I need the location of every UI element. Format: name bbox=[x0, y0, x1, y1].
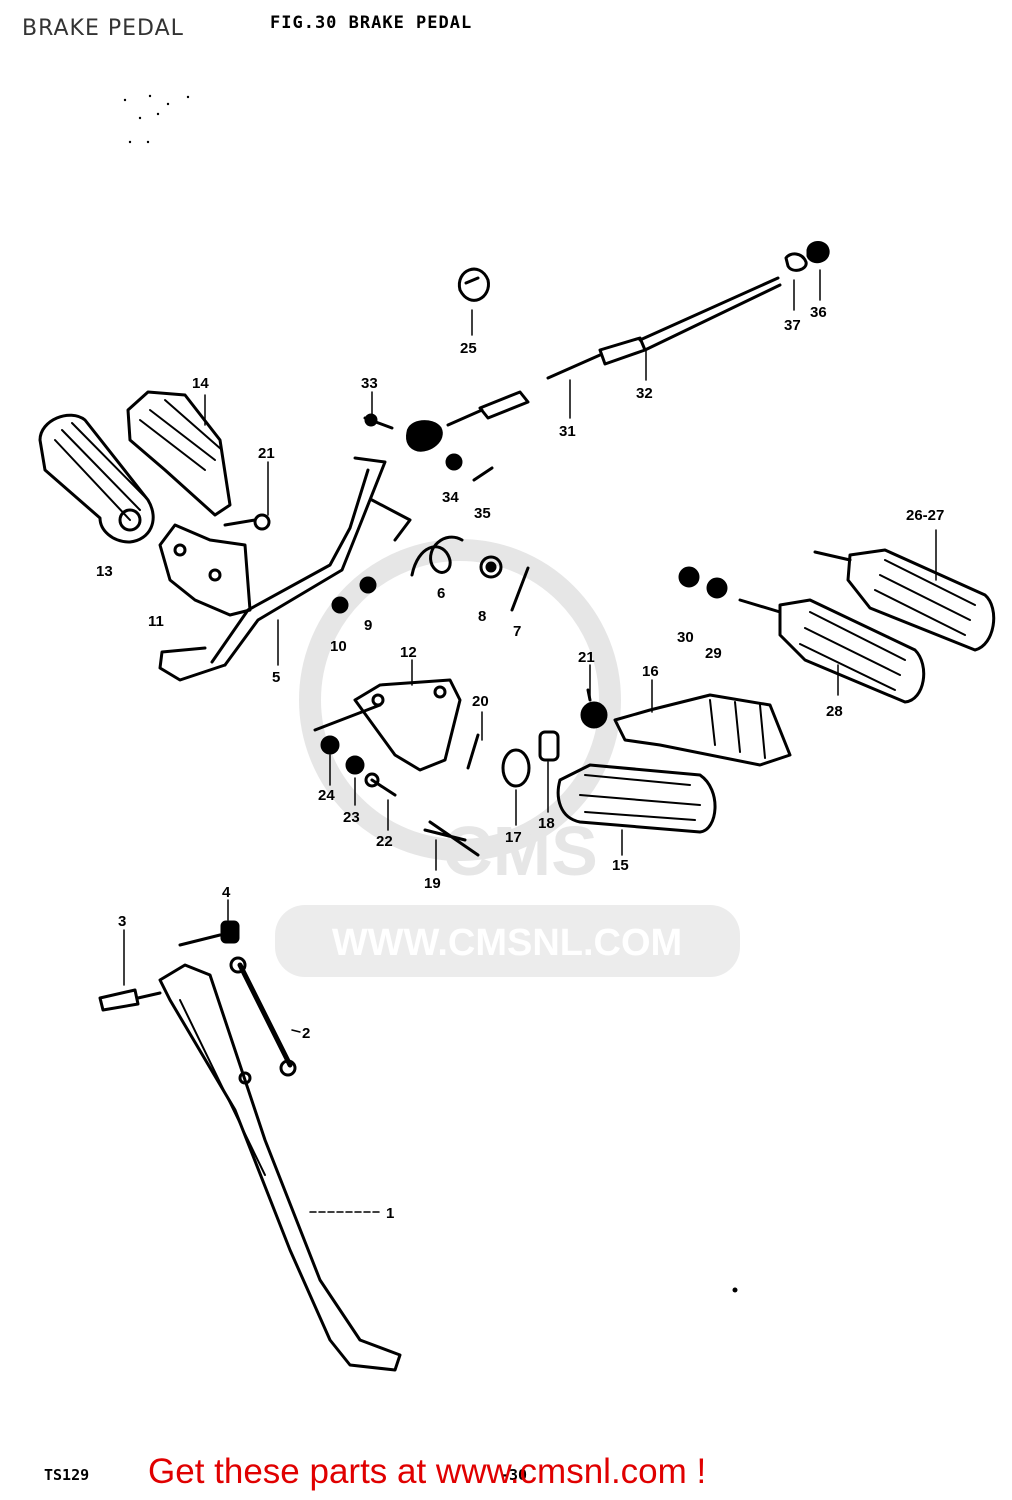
cmsnl-watermark: CMS WWW.CMSNL.COM bbox=[275, 539, 740, 977]
callout-21-right: 21 bbox=[578, 649, 595, 666]
callout-6: 6 bbox=[437, 585, 445, 602]
callout-3: 3 bbox=[118, 913, 126, 930]
model-code: TS129 bbox=[44, 1466, 90, 1484]
callout-31: 31 bbox=[559, 423, 576, 440]
callout-14: 14 bbox=[192, 375, 209, 392]
part-14-footrest bbox=[126, 390, 232, 517]
part-26-27-footrest-rubber bbox=[813, 548, 996, 652]
part-9-nut bbox=[359, 576, 377, 594]
part-20-pin bbox=[466, 733, 480, 770]
part-1-side-stand bbox=[158, 963, 402, 1372]
callout-10: 10 bbox=[330, 638, 347, 655]
callout-29: 29 bbox=[705, 645, 722, 662]
part-19-clip bbox=[423, 820, 480, 857]
callout-17: 17 bbox=[505, 829, 522, 846]
part-6-spring bbox=[410, 535, 464, 577]
part-24-nut bbox=[320, 735, 340, 755]
part-32-brake-rod bbox=[546, 276, 782, 380]
callout-1: 1 bbox=[386, 1205, 394, 1222]
part-21-spring-left bbox=[223, 513, 271, 531]
part-8-washer bbox=[479, 555, 503, 579]
callout-18: 18 bbox=[538, 815, 555, 832]
callout-9: 9 bbox=[364, 617, 372, 634]
callout-11: 11 bbox=[148, 613, 164, 630]
callout-19: 19 bbox=[424, 875, 441, 892]
callout-16: 16 bbox=[642, 663, 659, 680]
part-35-pin bbox=[472, 466, 494, 482]
part-31-rod-end bbox=[446, 390, 530, 427]
callout-28: 28 bbox=[826, 703, 843, 720]
callout-37: 37 bbox=[784, 317, 801, 334]
callout-8: 8 bbox=[478, 608, 486, 625]
part-7-pin bbox=[510, 566, 530, 612]
callout-36: 36 bbox=[810, 304, 827, 321]
callout-7: 7 bbox=[513, 623, 521, 640]
part-22-bolt bbox=[364, 772, 397, 797]
callout-23: 23 bbox=[343, 809, 360, 826]
part-33-bolt bbox=[363, 413, 394, 430]
page-title: BRAKE PEDAL bbox=[22, 16, 184, 41]
part-12-bracket bbox=[313, 678, 462, 772]
callout-4: 4 bbox=[222, 884, 231, 901]
callout-labels: 1 2 3 4 5 6 7 8 9 10 11 12 13 14 15 16 1… bbox=[96, 304, 944, 1222]
part-16-footrest bbox=[613, 693, 792, 767]
callout-21-left: 21 bbox=[258, 445, 275, 462]
part-2-stand-spring bbox=[229, 956, 297, 1077]
part-18-bushing bbox=[538, 730, 560, 762]
part-23-washer bbox=[345, 755, 365, 775]
page-number: -30 bbox=[500, 1466, 528, 1484]
watermark-logo: CMS bbox=[442, 812, 598, 890]
print-specks bbox=[123, 94, 738, 1293]
part-10-nut bbox=[331, 596, 349, 614]
part-28-footrest-rubber bbox=[738, 598, 926, 704]
callout-22: 22 bbox=[376, 833, 393, 850]
callout-35: 35 bbox=[474, 505, 491, 522]
part-11-bracket bbox=[158, 523, 252, 617]
part-30-washer bbox=[678, 566, 700, 588]
callout-33: 33 bbox=[361, 375, 378, 392]
part-37-washer bbox=[784, 252, 808, 272]
cmsnl-parts-link[interactable]: Get these parts at www.cmsnl.com ! bbox=[148, 1452, 707, 1491]
part-15-footrest-rubber bbox=[556, 763, 717, 834]
watermark-pill bbox=[275, 905, 740, 977]
callout-30: 30 bbox=[677, 629, 694, 646]
leader-lines bbox=[123, 269, 937, 1213]
part-34-nut bbox=[445, 453, 463, 471]
callout-13: 13 bbox=[96, 563, 113, 580]
callout-26-27: 26-27 bbox=[906, 507, 944, 524]
watermark-url: WWW.CMSNL.COM bbox=[332, 922, 682, 964]
part-29-nut bbox=[706, 577, 728, 599]
callout-24: 24 bbox=[318, 787, 335, 804]
part-17-washer bbox=[501, 748, 531, 788]
watermark-ring bbox=[299, 539, 621, 861]
part-5-brake-pedal bbox=[158, 456, 412, 682]
callout-34: 34 bbox=[442, 489, 459, 506]
part-4-nut bbox=[178, 920, 240, 947]
callout-25: 25 bbox=[460, 340, 477, 357]
callout-12: 12 bbox=[400, 644, 417, 661]
figure-title: FIG.30 BRAKE PEDAL bbox=[270, 13, 473, 33]
callout-15: 15 bbox=[612, 857, 629, 874]
callout-20: 20 bbox=[472, 693, 489, 710]
part-3-pivot-bolt bbox=[98, 988, 162, 1012]
part-13-footrest-rubber bbox=[38, 413, 155, 544]
part-21-spring-right bbox=[580, 688, 608, 729]
part-25-clip bbox=[457, 267, 490, 302]
callout-32: 32 bbox=[636, 385, 653, 402]
callout-2: 2 bbox=[302, 1025, 310, 1042]
part-36-nut bbox=[806, 241, 830, 264]
callout-5: 5 bbox=[272, 669, 280, 686]
part-joint-block bbox=[406, 420, 443, 452]
